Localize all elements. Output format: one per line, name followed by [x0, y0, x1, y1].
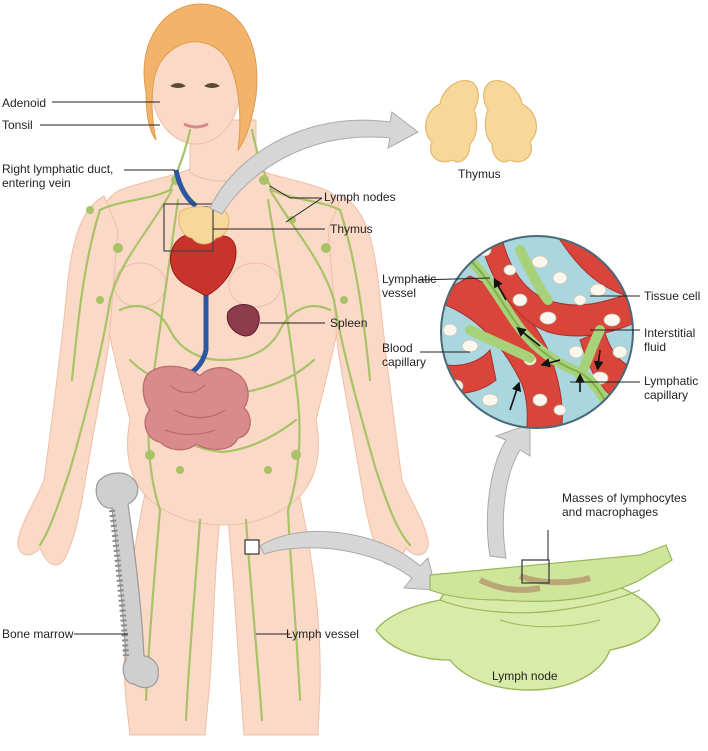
- right-arm: [327, 195, 429, 566]
- label-right-lymphatic-duct-line2: entering vein: [2, 176, 71, 190]
- label-thymus: Thymus: [330, 222, 373, 236]
- femur-bone: [95, 472, 159, 689]
- right-eye: [204, 83, 220, 88]
- label-right-lymphatic-duct: Right lymphatic duct, entering vein: [2, 162, 113, 190]
- label-lymphatic-vessel-line1: Lymphatic: [382, 272, 437, 286]
- label-lymph-nodes: Lymph nodes: [324, 190, 396, 204]
- mouth: [183, 122, 209, 129]
- lymph-node-highlight-box: [244, 539, 260, 555]
- capillary-bed-inset: [440, 235, 634, 429]
- label-lymphatic-capillary-line1: Lymphatic: [644, 374, 699, 388]
- label-masses-line2: and macrophages: [562, 505, 659, 519]
- arrow-to-thymus: [209, 111, 419, 215]
- label-interstitial-fluid-line2: fluid: [644, 340, 667, 354]
- label-lymph-node: Lymph node: [492, 669, 558, 683]
- label-masses-line1: Masses of lymphocytes: [562, 491, 687, 505]
- intestines: [142, 365, 251, 451]
- thymus-highlight-box: [163, 203, 214, 252]
- label-tissue-cell: Tissue cell: [644, 289, 701, 303]
- label-lymphatic-capillary: Lymphatic capillary: [644, 374, 698, 402]
- label-lymphatic-vessel-line2: vessel: [382, 286, 417, 300]
- lymph-node-organ: [375, 544, 673, 691]
- label-lymphatic-capillary-line2: capillary: [644, 388, 689, 402]
- leader-lines: [40, 101, 640, 635]
- label-spleen: Spleen: [330, 316, 368, 330]
- left-arm: [17, 195, 119, 566]
- label-blood-capillary-line1: Blood: [382, 341, 413, 355]
- label-adenoid: Adenoid: [2, 96, 47, 110]
- hair: [143, 3, 258, 152]
- label-thymus-inset: Thymus: [458, 167, 501, 181]
- left-eye: [170, 83, 186, 88]
- label-lymph-vessel: Lymph vessel: [286, 627, 359, 641]
- label-right-lymphatic-duct-line1: Right lymphatic duct,: [2, 162, 114, 176]
- label-tonsil: Tonsil: [2, 118, 33, 132]
- label-masses-of-lymphocytes: Masses of lymphocytes and macrophages: [562, 491, 687, 519]
- label-interstitial-fluid: Interstitial fluid: [644, 326, 695, 354]
- label-blood-capillary: Blood capillary: [382, 341, 426, 369]
- label-interstitial-fluid-line1: Interstitial: [644, 326, 696, 340]
- spleen-organ: [226, 304, 260, 337]
- lymphocyte-mass-highlight-box: [521, 559, 550, 584]
- label-lymphatic-vessel: Lymphatic vessel: [382, 272, 436, 300]
- callout-arrows: [209, 111, 531, 591]
- lymph-nodes-dots: [86, 175, 348, 474]
- label-blood-capillary-line2: capillary: [382, 355, 427, 369]
- label-bone-marrow: Bone marrow: [2, 627, 74, 641]
- thymus-inset-organ: [424, 80, 538, 163]
- arrow-to-capillary-bed: [486, 423, 531, 559]
